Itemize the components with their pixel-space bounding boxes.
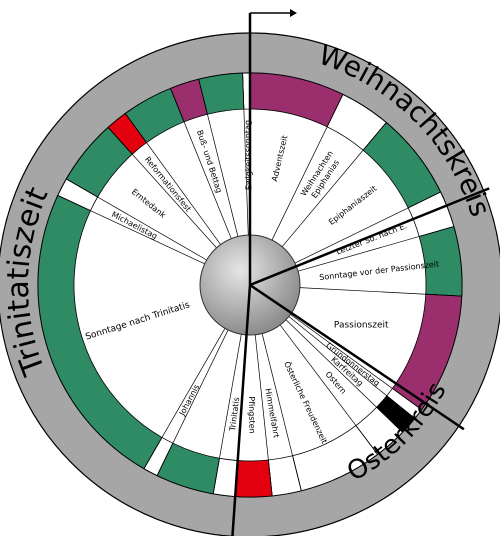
divider-erntedank: [66, 178, 207, 261]
boundary-markers: [231, 9, 490, 536]
divider-johannis: [156, 329, 229, 476]
segment-ewigkeit-green: [198, 72, 245, 115]
label-trinitatis: Trinitatis: [227, 397, 240, 433]
segment-pfingsten: [234, 459, 273, 498]
divider-ewigkeitssonntag: [242, 73, 249, 236]
divider-ewigkeit-green: [198, 79, 239, 237]
divider-letzter-so-nach-e: [294, 191, 441, 264]
trinitatis-start-marker: [231, 284, 252, 536]
divider-green-before-buss: [125, 113, 221, 245]
divider-karfreitag: [288, 316, 415, 419]
start-arrow-head: [290, 9, 297, 17]
divider-trinitatis-green: [212, 334, 242, 494]
divider-sonntage-nach-trinitatis: [143, 328, 226, 469]
divider-himmelfahrt: [261, 333, 302, 491]
divider-oesterliche-freudenzeit: [279, 324, 378, 455]
divider-vorpassion: [297, 226, 454, 272]
label-pfingsten: Pfingsten: [247, 396, 257, 433]
divider-pfingsten: [254, 334, 273, 496]
divider-michaelistag: [57, 195, 205, 265]
divider-weihnachten-epiphanias: [271, 94, 344, 241]
divider-ostern: [285, 319, 403, 433]
divider-epiphaniaszeit: [281, 122, 387, 247]
label-ewigkeitssonntag: Ewigkeitssonntag: [243, 120, 253, 190]
divider-gruendonnerstag: [290, 314, 422, 410]
divider-reformationsfest: [107, 127, 217, 249]
weihnachtskreis-end-marker: [249, 187, 490, 287]
divider-buss-und-bettag: [170, 88, 232, 239]
osterkreis-start-marker: [249, 283, 465, 431]
divider-passionszeit: [299, 287, 462, 297]
label-passionszeit: Passionszeit: [334, 320, 389, 330]
